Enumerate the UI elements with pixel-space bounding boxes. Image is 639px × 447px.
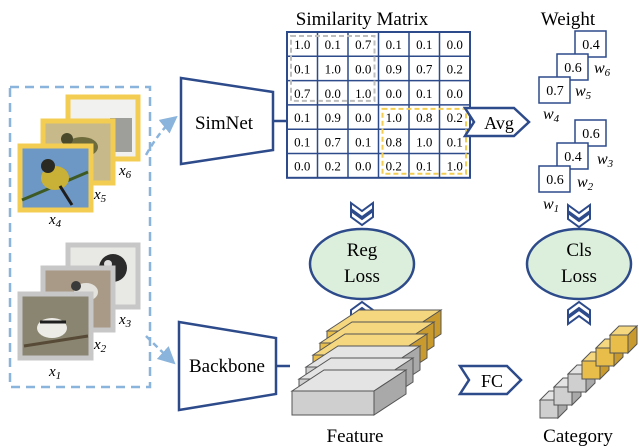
weight-group-top: 0.4 0.6 0.7 bbox=[538, 30, 607, 104]
weight-label-w4: w4 bbox=[543, 106, 560, 125]
avg-label: Avg bbox=[484, 113, 514, 133]
matrix-cell: 0.1 bbox=[416, 159, 432, 174]
matrix-cell: 0.0 bbox=[355, 110, 371, 125]
reg-loss-label-top: Reg bbox=[347, 240, 378, 261]
arrow-to-backbone bbox=[145, 335, 176, 365]
arrow-to-simnet bbox=[144, 115, 178, 156]
chevron-down-icon bbox=[567, 203, 591, 229]
matrix-cell: 0.0 bbox=[294, 159, 310, 174]
label-x3: x3 bbox=[118, 312, 132, 330]
label-x1: x1 bbox=[48, 364, 61, 382]
matrix-cell: 0.8 bbox=[416, 110, 432, 125]
matrix-block-gold bbox=[381, 107, 467, 175]
reg-loss-node[interactable] bbox=[308, 227, 416, 301]
image-stack-gold bbox=[17, 94, 141, 213]
reg-loss-label-bottom: Loss bbox=[344, 266, 380, 287]
weight-box-w3 bbox=[574, 119, 607, 147]
image-x4[interactable] bbox=[17, 143, 94, 213]
matrix-cell: 0.0 bbox=[325, 86, 341, 101]
matrix-cell: 0.0 bbox=[355, 61, 371, 76]
fc-box[interactable] bbox=[457, 364, 523, 396]
feature-label: Feature bbox=[327, 426, 384, 447]
weight-label-w6: w6 bbox=[594, 60, 611, 79]
matrix-cell: 0.1 bbox=[355, 134, 371, 149]
matrix-cell: 0.1 bbox=[416, 37, 432, 52]
matrix-cell: 0.2 bbox=[386, 159, 402, 174]
feature-layer bbox=[291, 390, 375, 416]
simnet-label: SimNet bbox=[195, 113, 254, 134]
category-cell bbox=[627, 324, 638, 355]
backbone-label: Backbone bbox=[189, 356, 265, 377]
simnet-box[interactable] bbox=[179, 76, 275, 166]
similarity-matrix: 1.0 0.1 0.7 0.1 0.1 0.0 0.1 1.0 0.0 0.9 0.7 0.2 0.7 0… bbox=[286, 31, 471, 179]
weight-box-w2 bbox=[556, 142, 589, 170]
feature-stack bbox=[290, 309, 443, 416]
matrix-cell: 1.0 bbox=[447, 159, 463, 174]
matrix-cell: 0.8 bbox=[386, 134, 402, 149]
matrix-cell: 0.1 bbox=[294, 134, 310, 149]
category-label: Category bbox=[543, 426, 613, 447]
svg-text:0.6: 0.6 bbox=[582, 127, 600, 142]
weight-label-w1: w1 bbox=[543, 196, 559, 215]
category-stack bbox=[538, 324, 639, 420]
matrix-cell: 0.9 bbox=[386, 61, 402, 76]
matrix-cell: 0.1 bbox=[416, 86, 432, 101]
matrix-cell: 0.2 bbox=[325, 159, 341, 174]
matrix-cell: 0.0 bbox=[447, 86, 463, 101]
matrix-cell: 1.0 bbox=[325, 61, 341, 76]
matrix-cell: 0.9 bbox=[325, 110, 341, 125]
matrix-cell: 0.2 bbox=[447, 61, 463, 76]
avg-box[interactable] bbox=[462, 106, 531, 138]
matrix-cell: 0.1 bbox=[294, 110, 310, 125]
svg-text:0.4: 0.4 bbox=[564, 150, 582, 165]
svg-text:0.6: 0.6 bbox=[546, 173, 564, 188]
matrix-cell: 0.0 bbox=[447, 37, 463, 52]
weight-label-w5: w5 bbox=[575, 83, 592, 102]
matrix-cell: 0.1 bbox=[294, 61, 310, 76]
cls-loss-label-bottom: Loss bbox=[561, 266, 597, 287]
label-x5: x5 bbox=[93, 187, 107, 205]
chevron-up-icon bbox=[567, 300, 591, 326]
feature-layer bbox=[373, 369, 407, 416]
weight-label-w3: w3 bbox=[597, 151, 614, 170]
cls-loss-label-top: Cls bbox=[566, 240, 591, 261]
matrix-cell: 1.0 bbox=[416, 134, 432, 149]
matrix-cell: 0.0 bbox=[355, 159, 371, 174]
svg-text:0.4: 0.4 bbox=[582, 38, 600, 53]
matrix-cell: 0.0 bbox=[386, 86, 402, 101]
similarity-matrix-title: Similarity Matrix bbox=[296, 9, 429, 30]
weight-group-bottom: 0.6 0.4 0.6 bbox=[538, 119, 607, 193]
matrix-block-gray bbox=[290, 35, 376, 102]
weight-box-w6 bbox=[574, 30, 607, 58]
label-x2: x2 bbox=[93, 337, 107, 355]
svg-text:0.6: 0.6 bbox=[564, 61, 582, 76]
category-cell bbox=[609, 334, 629, 354]
matrix-cell: 0.1 bbox=[447, 134, 463, 149]
matrix-cell: 0.7 bbox=[294, 86, 311, 101]
svg-text:0.7: 0.7 bbox=[546, 84, 564, 99]
matrix-cell: 1.0 bbox=[294, 37, 310, 52]
label-x6: x6 bbox=[118, 163, 132, 181]
cls-loss-node[interactable] bbox=[525, 227, 633, 301]
matrix-cell: 0.1 bbox=[325, 37, 341, 52]
weight-box-w4 bbox=[538, 76, 571, 104]
backbone-box[interactable] bbox=[177, 320, 278, 412]
fc-label: FC bbox=[481, 371, 503, 391]
input-group-dashed-border bbox=[8, 85, 152, 389]
matrix-cell: 1.0 bbox=[355, 86, 371, 101]
chevron-down-icon bbox=[350, 201, 374, 227]
image-stack-gray bbox=[17, 242, 141, 361]
weight-box-w1 bbox=[538, 165, 571, 193]
matrix-cell: 0.7 bbox=[325, 134, 342, 149]
weight-box-w5 bbox=[556, 53, 589, 81]
matrix-cell: 0.1 bbox=[386, 37, 402, 52]
weight-label-w2: w2 bbox=[577, 174, 594, 193]
matrix-cell: 0.2 bbox=[447, 110, 463, 125]
label-x4: x4 bbox=[48, 212, 62, 230]
matrix-cell: 1.0 bbox=[386, 110, 402, 125]
matrix-cell: 0.7 bbox=[416, 61, 433, 76]
matrix-cell: 0.7 bbox=[355, 37, 372, 52]
weight-title: Weight bbox=[541, 9, 596, 30]
